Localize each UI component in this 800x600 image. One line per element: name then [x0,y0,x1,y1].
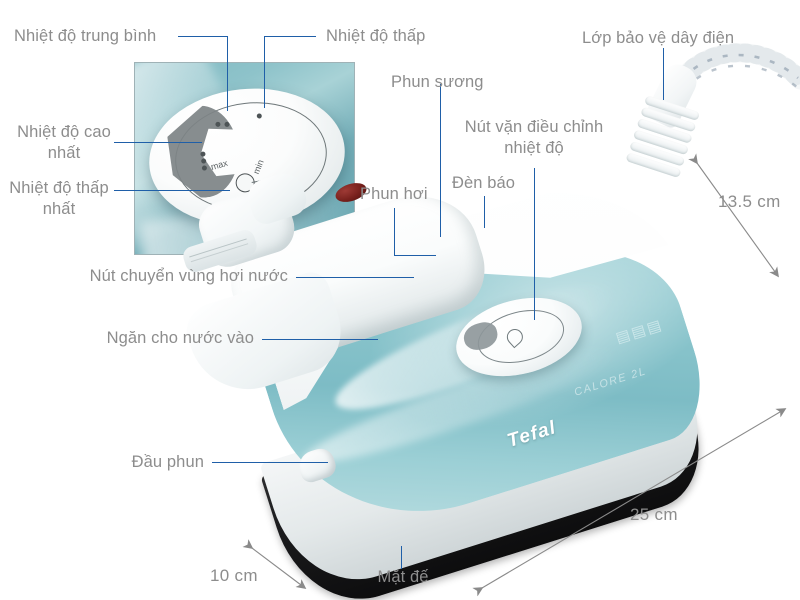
label-nhiet-do-trung-binh: Nhiệt độ trung bình [14,27,157,45]
leader-nhiet-do-thap-h [264,36,316,38]
leader-mat-de [401,546,403,569]
leader-phun-hoi-v [394,208,396,256]
leader-nhiet-do-cao-nhat [114,142,202,144]
power-cord [600,18,800,228]
leader-phun-suong [440,84,442,237]
label-nut-chuyen-vung-hoi-nuoc: Nút chuyển vùng hơi nước [89,267,288,285]
leader-nhiet-do-thap-v [264,36,266,108]
label-ngan-cho-nuoc-vao: Ngăn cho nước vào [106,329,254,347]
label-nut-van-dieu-chinh: Nút vặn điều chỉnh nhiệt độ [464,118,604,158]
dimension-label-width: 10 cm [210,566,258,585]
label-den-bao: Đèn báo [452,174,516,192]
label-lop-bao-ve-day-dien: Lớp bảo vệ dây điện [582,29,735,47]
leader-nut-chuyen-vung [296,277,414,279]
dimension-label-height: 13.5 cm [718,192,781,211]
label-phun-hoi: Phun hơi [360,185,428,203]
leader-nhiet-do-trung-binh-h [178,36,228,38]
dimension-label-length: 25 cm [630,505,678,524]
leader-den-bao [484,196,486,228]
leader-lop-bao-ve-day-dien [663,48,665,100]
label-phun-suong: Phun sương [391,73,484,91]
leader-dau-phun [212,462,328,464]
label-mat-de: Mặt đế [377,568,429,586]
leader-nut-van-dieu-chinh [534,168,536,320]
label-nhiet-do-thap-nhat: Nhiệt độ thấp nhất [9,179,109,219]
leader-nhiet-do-trung-binh-v [227,36,229,111]
leader-phun-hoi-h [394,255,436,257]
leader-nhiet-do-thap-nhat [114,190,230,192]
label-nhiet-do-thap: Nhiệt độ thấp [326,27,426,45]
label-dau-phun: Đầu phun [131,453,204,471]
leader-ngan-cho-nuoc-vao [262,339,378,341]
label-nhiet-do-cao-nhat: Nhiệt độ cao nhất [17,123,111,163]
